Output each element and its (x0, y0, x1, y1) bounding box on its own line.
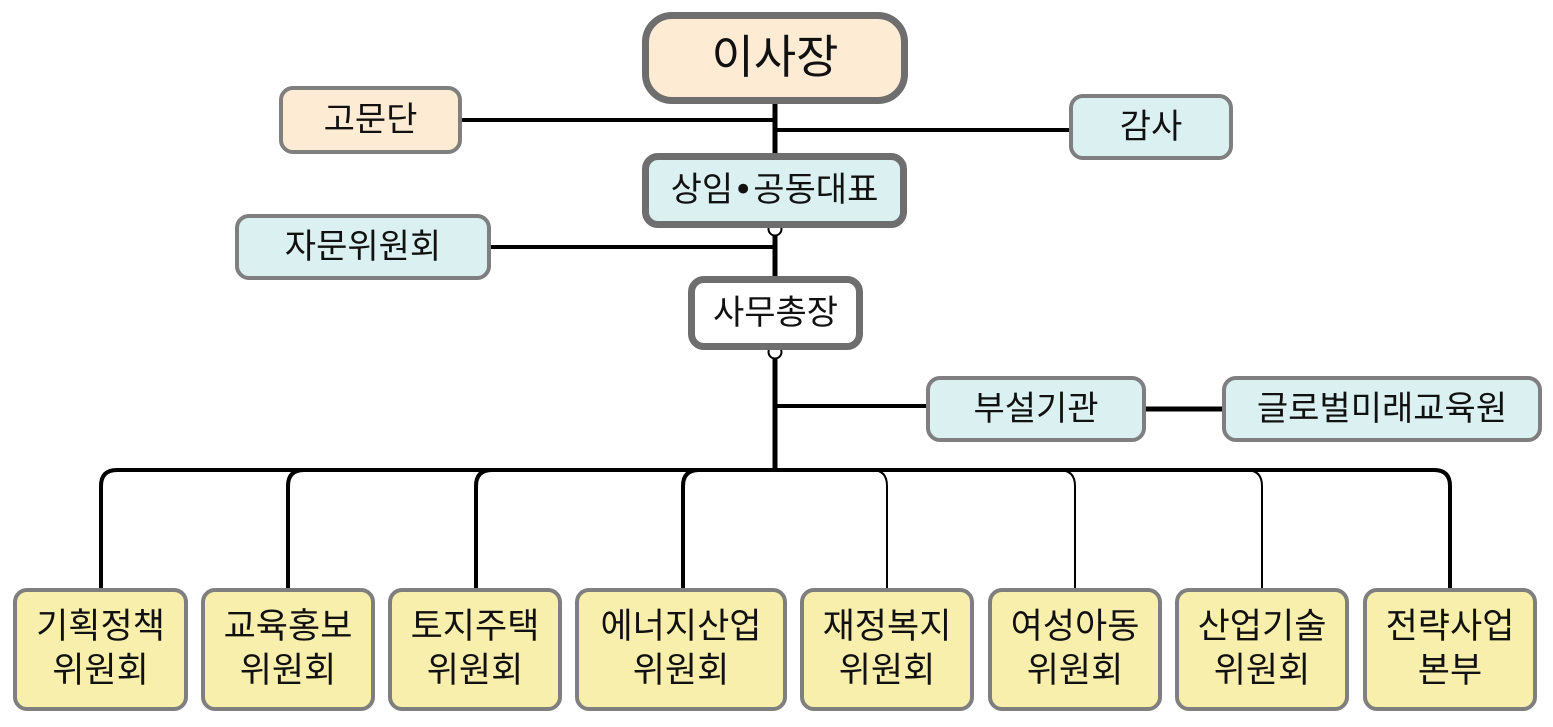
chairman-box: 이사장 (642, 12, 908, 104)
bus-drop-2 (286, 468, 305, 588)
chairman-label: 이사장 (711, 30, 839, 85)
committee-box: 전략사업 본부 (1363, 588, 1537, 711)
committee-type: 위원회 (632, 650, 730, 691)
committee-type: 본부 (1417, 650, 1483, 691)
global-future-institute-box: 글로벌미래교육원 (1222, 376, 1542, 442)
committee-name: 토지주택 (410, 606, 540, 647)
committee-name: 전략사업 (1385, 606, 1515, 647)
audit-box: 감사 (1069, 94, 1233, 160)
committee-type: 위원회 (1026, 650, 1124, 691)
committee-text: 재정복지 위원회 (823, 606, 952, 694)
committee-text: 에너지산업 위원회 (600, 606, 761, 694)
committee-text: 전략사업 본부 (1386, 606, 1515, 694)
committee-box: 기획정책 위원회 (13, 588, 188, 711)
committee-name: 여성아동 (1010, 606, 1140, 647)
co-representatives-box: 상임•공동대표 (642, 153, 907, 228)
bus-drop-3 (474, 468, 493, 588)
committee-name: 기획정책 (36, 606, 165, 647)
committee-name: 교육홍보 (223, 606, 353, 647)
committee-box: 재정복지 위원회 (800, 588, 974, 711)
bus-drop-5 (871, 469, 888, 588)
committee-text: 교육홍보 위원회 (224, 606, 353, 694)
advisors-box: 고문단 (279, 86, 462, 154)
committee-type: 위원회 (52, 650, 149, 691)
bus-drop-6 (1058, 469, 1076, 588)
committee-box: 교육홍보 위원회 (201, 588, 375, 711)
affiliated-institution-box: 부설기관 (926, 376, 1146, 442)
committee-type: 위원회 (1213, 650, 1311, 691)
co-representatives-label: 상임•공동대표 (670, 170, 879, 211)
committee-box: 여성아동 위원회 (988, 588, 1162, 711)
global-future-institute-label: 글로벌미래교육원 (1256, 388, 1508, 429)
secretary-general-label: 사무총장 (712, 292, 839, 333)
committee-type: 위원회 (239, 650, 337, 691)
committee-type: 위원회 (426, 650, 524, 691)
committee-name: 에너지산업 (600, 606, 762, 647)
advisory-committee-box: 자문위원회 (235, 214, 491, 280)
committee-box: 산업기술 위원회 (1175, 588, 1349, 711)
committee-box: 토지주택 위원회 (388, 588, 562, 711)
committee-box: 에너지산업 위원회 (575, 588, 787, 711)
affiliated-institution-label: 부설기관 (973, 388, 1099, 429)
committee-text: 토지주택 위원회 (411, 606, 540, 694)
advisors-label: 고문단 (323, 99, 418, 140)
committee-name: 산업기술 (1197, 606, 1327, 647)
committee-text: 여성아동 위원회 (1011, 606, 1140, 694)
bus-drop-7 (1245, 469, 1263, 588)
audit-label: 감사 (1119, 106, 1183, 147)
committee-text: 산업기술 위원회 (1198, 606, 1327, 694)
bus-outer (99, 468, 1452, 588)
committee-name: 재정복지 (822, 606, 952, 647)
committee-text: 기획정책 위원회 (36, 606, 165, 694)
committee-type: 위원회 (838, 650, 936, 691)
secretary-general-box: 사무총장 (688, 276, 863, 350)
advisory-committee-label: 자문위원회 (284, 226, 442, 267)
bus-drop-4 (681, 468, 700, 588)
